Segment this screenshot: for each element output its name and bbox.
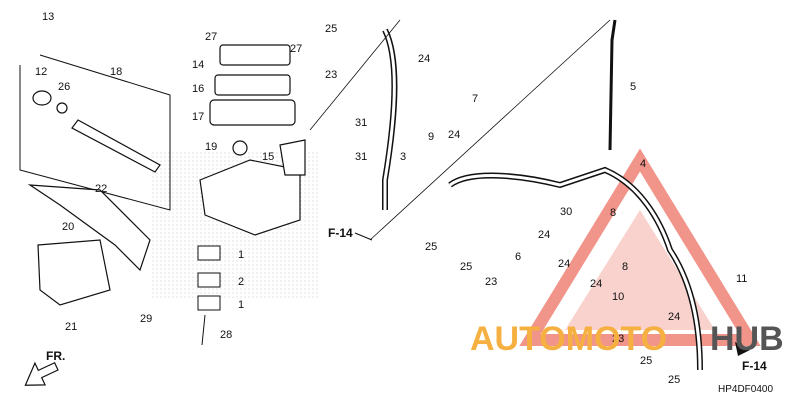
lever-20 xyxy=(27,184,151,272)
callout-11: 11 xyxy=(736,273,747,285)
callout-5: 5 xyxy=(630,81,636,93)
callout-20: 20 xyxy=(62,221,74,233)
callout-25a: 25 xyxy=(325,23,337,35)
front-indicator: FR. xyxy=(46,349,65,363)
callout-12: 12 xyxy=(35,66,47,78)
pipe-5 xyxy=(608,19,617,151)
callout-1b: 1 xyxy=(238,299,244,311)
section-ref-f14-left: F-14 xyxy=(328,226,353,240)
callout-25d: 25 xyxy=(640,355,652,367)
bracket-13 xyxy=(19,54,171,211)
reservoir-cap-14 xyxy=(219,44,291,66)
switch-1b xyxy=(197,295,221,311)
lever-guard-21 xyxy=(37,239,111,306)
watermark-triangle xyxy=(519,148,761,346)
boot-12 xyxy=(32,90,52,106)
watermark-text-right: HUB xyxy=(710,320,784,358)
callout-23c: 23 xyxy=(612,333,624,345)
front-arrow-icon: FR. xyxy=(24,349,65,386)
callout-29: 29 xyxy=(140,313,152,325)
section-ref-f14-right: F-14 xyxy=(742,359,767,373)
callout-27a: 27 xyxy=(205,31,217,43)
callout-24e: 24 xyxy=(590,278,602,290)
cylinder-body-15 xyxy=(199,159,301,236)
callout-24d: 24 xyxy=(558,258,570,270)
callout-1a: 1 xyxy=(238,249,244,261)
plate-16 xyxy=(214,74,291,96)
switches xyxy=(197,245,221,346)
callout-31a: 31 xyxy=(355,117,367,129)
callout-7: 7 xyxy=(472,93,478,105)
callout-30: 30 xyxy=(560,206,572,218)
watermark-text-left: AUTOMOTO xyxy=(470,320,667,358)
switch-2 xyxy=(197,272,221,288)
callout-31b: 31 xyxy=(355,151,367,163)
callout-24c: 24 xyxy=(538,229,550,241)
cap-19 xyxy=(232,140,248,156)
piston-18 xyxy=(71,119,161,173)
piston-kit xyxy=(32,90,161,173)
callout-24a: 24 xyxy=(418,53,430,65)
callout-24f: 24 xyxy=(668,311,680,323)
callout-16: 16 xyxy=(192,83,204,95)
callout-labels: 13 12 26 18 27 27 14 16 17 19 15 22 20 2… xyxy=(35,11,747,386)
diagram-code: HP4DF0400 xyxy=(718,384,773,395)
callout-8b: 8 xyxy=(622,261,628,273)
callout-17: 17 xyxy=(192,111,204,123)
callout-26: 26 xyxy=(58,81,70,93)
callout-18: 18 xyxy=(110,66,122,78)
callout-25c: 25 xyxy=(460,261,472,273)
switch-1a xyxy=(197,245,221,261)
callout-15: 15 xyxy=(262,151,274,163)
circlip-26 xyxy=(56,102,68,114)
master-cylinder xyxy=(199,44,306,236)
callout-24b: 24 xyxy=(448,129,460,141)
callout-22: 22 xyxy=(95,183,107,195)
callout-14: 14 xyxy=(192,59,204,71)
callout-9: 9 xyxy=(428,131,434,143)
callout-27b: 27 xyxy=(290,43,302,55)
diaphragm-17 xyxy=(209,99,296,126)
cover-15 xyxy=(279,139,306,176)
callout-21: 21 xyxy=(65,321,77,333)
callout-28: 28 xyxy=(220,329,232,341)
callout-8a: 8 xyxy=(610,207,616,219)
callout-6: 6 xyxy=(515,251,521,263)
callout-10: 10 xyxy=(612,291,624,303)
callout-3: 3 xyxy=(400,151,406,163)
callout-25b: 25 xyxy=(425,241,437,253)
callout-13: 13 xyxy=(42,11,54,23)
callout-19: 19 xyxy=(205,141,217,153)
callout-2: 2 xyxy=(238,276,244,288)
callout-4: 4 xyxy=(640,158,646,170)
callout-23b: 23 xyxy=(485,276,497,288)
callout-25e: 25 xyxy=(668,374,680,386)
callout-23a: 23 xyxy=(325,69,337,81)
